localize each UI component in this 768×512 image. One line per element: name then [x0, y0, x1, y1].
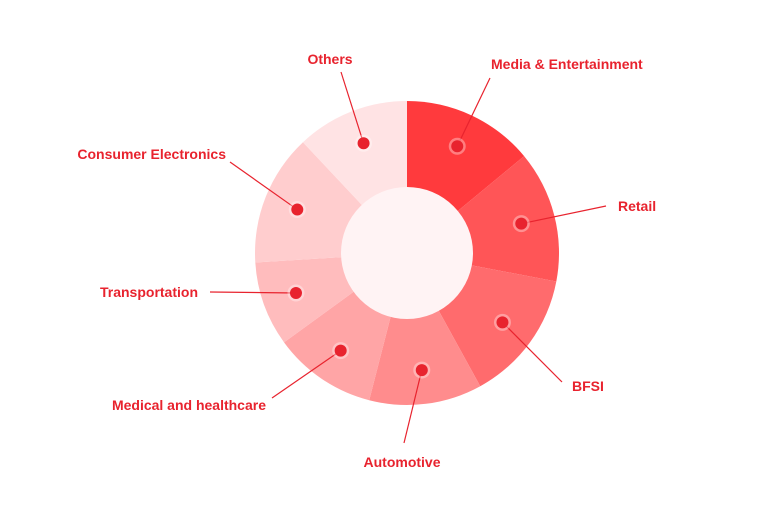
- label-media-and-entertainment: Media & Entertainment: [491, 56, 643, 72]
- marker-dot-automotive: [415, 364, 428, 377]
- label-retail: Retail: [618, 198, 656, 214]
- leader-line-bfsi: [502, 321, 563, 383]
- donut-center: [341, 187, 473, 319]
- label-bfsi: BFSI: [572, 378, 604, 394]
- marker-dots-group: [287, 134, 530, 379]
- marker-dot-consumer-electronics: [291, 203, 304, 216]
- leader-line-consumer-electronics: [229, 161, 298, 211]
- leader-line-media-and-entertainment: [456, 77, 491, 147]
- leader-line-others: [340, 71, 365, 144]
- label-consumer-electronics: Consumer Electronics: [77, 146, 226, 162]
- leader-line-automotive: [403, 369, 423, 444]
- label-medical-and-healthcare: Medical and healthcare: [112, 397, 266, 413]
- slice-automotive: [369, 253, 481, 405]
- label-automotive: Automotive: [364, 454, 441, 470]
- leader-lines-group: [209, 71, 607, 444]
- marker-dot-others: [357, 137, 370, 150]
- marker-dot-media-and-entertainment: [451, 140, 464, 153]
- marker-dot-transportation: [289, 286, 302, 299]
- marker-dot-bfsi: [496, 316, 509, 329]
- leader-line-medical-and-healthcare: [271, 350, 342, 399]
- marker-dot-retail: [515, 217, 528, 230]
- label-transportation: Transportation: [100, 284, 198, 300]
- label-others: Others: [307, 51, 352, 67]
- leader-line-retail: [521, 205, 607, 225]
- leader-line-transportation: [209, 291, 296, 294]
- marker-dot-medical-and-healthcare: [334, 344, 347, 357]
